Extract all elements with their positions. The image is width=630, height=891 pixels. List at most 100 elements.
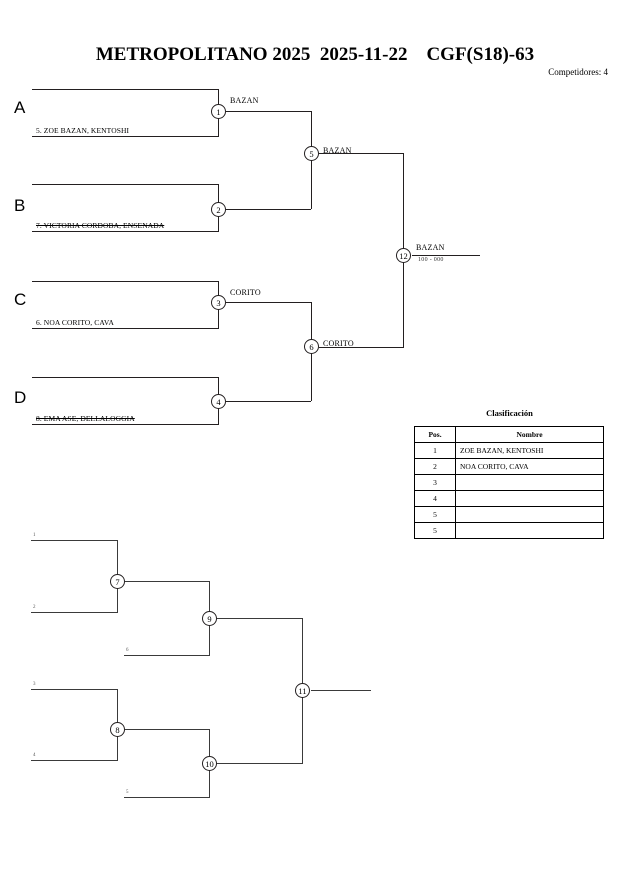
repechage-vline-10-lower [209, 756, 210, 797]
table-row: 2 NOA CORITO, CAVA [414, 458, 604, 475]
bracket-vline-d-lower [218, 402, 219, 424]
bracket-vline-semi1-lower [311, 153, 312, 209]
repechage-line-8-top [31, 689, 118, 690]
bracket-line-b-top [32, 184, 219, 185]
group-label-b: B [14, 196, 26, 215]
repechage-line-11-out [311, 690, 371, 691]
repechage-line-7-out [125, 581, 210, 582]
match-node-9[interactable]: 9 [202, 611, 217, 626]
repechage-line-8-bottom [31, 760, 118, 761]
repechage-vline-8-lower [117, 722, 118, 760]
page-title: METROPOLITANO 2025 2025-11-22 CGF(S18)-6… [95, 44, 535, 65]
repechage-line-10-feed [124, 797, 210, 798]
repechage-line-10-out [217, 763, 303, 764]
group-label-c: C [14, 290, 27, 309]
classification-pos: 5 [414, 506, 456, 523]
classification-nombre [455, 506, 604, 523]
match-node-8[interactable]: 8 [110, 722, 125, 737]
repechage-vline-8-upper [117, 689, 118, 722]
classification-nombre [455, 522, 604, 539]
repechage-line-9-feed [124, 655, 210, 656]
bracket-line-a-top [32, 89, 219, 90]
bracket-vline-semi1-upper [311, 111, 312, 153]
classification-title: Clasificación [486, 408, 533, 418]
bracket-line-m4-out [226, 401, 311, 402]
competitor-b-name: 7. VICTORIA CORDOBA, ENSENADA [36, 221, 165, 230]
repechage-slot-2: 2 [33, 605, 36, 610]
repechage-slot-4: 4 [33, 753, 36, 758]
classification-col-pos: Pos. [414, 426, 456, 443]
table-row: 5 [414, 522, 604, 539]
group-label-a: A [14, 98, 26, 117]
match-5-winner: BAZAN [323, 146, 352, 155]
group-label-d: D [14, 388, 27, 407]
repechage-slot-6: 6 [126, 648, 129, 653]
bracket-vline-final-lower [403, 248, 404, 347]
bracket-vline-semi2-upper [311, 302, 312, 347]
repechage-vline-10-upper [209, 729, 210, 756]
repechage-line-7-top [31, 540, 118, 541]
match-node-4[interactable]: 4 [211, 394, 226, 409]
bracket-vline-b-upper [218, 184, 219, 210]
classification-header-row: Pos. Nombre [414, 426, 604, 443]
bracket-line-m1-out [226, 111, 311, 112]
match-12-winner: BAZAN [416, 243, 445, 252]
bracket-vline-final-upper [403, 153, 404, 248]
match-node-7[interactable]: 7 [110, 574, 125, 589]
match-node-1[interactable]: 1 [211, 104, 226, 119]
table-row: 3 [414, 474, 604, 491]
table-row: 1 ZOE BAZAN, KENTOSHI [414, 442, 604, 459]
repechage-vline-11-upper [302, 618, 303, 683]
classification-pos: 2 [414, 458, 456, 475]
bracket-line-b-bottom [32, 231, 219, 232]
classification-nombre: NOA CORITO, CAVA [455, 458, 604, 475]
repechage-slot-5: 5 [126, 790, 129, 795]
repechage-vline-7-upper [117, 540, 118, 574]
repechage-vline-7-lower [117, 574, 118, 612]
bracket-line-m2-out [226, 209, 311, 210]
classification-table: Pos. Nombre 1 ZOE BAZAN, KENTOSHI 2 NOA … [414, 426, 604, 539]
match-node-11[interactable]: 11 [295, 683, 310, 698]
classification-pos: 5 [414, 522, 456, 539]
competitors-count: Competidores: 4 [548, 67, 608, 77]
competitor-a-name: 5. ZOE BAZAN, KENTOSHI [36, 126, 130, 135]
bracket-vline-c-upper [218, 281, 219, 303]
classification-pos: 1 [414, 442, 456, 459]
match-node-10[interactable]: 10 [202, 756, 217, 771]
bracket-vline-a-lower [218, 119, 219, 136]
bracket-line-c-top [32, 281, 219, 282]
repechage-vline-9-upper [209, 581, 210, 611]
bracket-line-champion [412, 255, 480, 256]
match-node-3[interactable]: 3 [211, 295, 226, 310]
bracket-line-semi2-out [319, 347, 404, 348]
classification-nombre [455, 474, 604, 491]
bracket-vline-c-lower [218, 303, 219, 328]
match-6-winner: CORITO [323, 339, 354, 348]
classification-col-nombre: Nombre [455, 426, 604, 443]
repechage-line-8-out [125, 729, 210, 730]
repechage-line-7-bottom [31, 612, 118, 613]
match-node-5[interactable]: 5 [304, 146, 319, 161]
competitor-d-name: 8. EMA ASE, DELLALOGGIA [36, 414, 135, 423]
bracket-line-c-bottom [32, 328, 219, 329]
table-row: 5 [414, 506, 604, 523]
bracket-line-semi1-out [319, 153, 404, 154]
bracket-vline-semi2-lower [311, 347, 312, 401]
bracket-line-d-top [32, 377, 219, 378]
match-node-2[interactable]: 2 [211, 202, 226, 217]
bracket-vline-d-upper [218, 377, 219, 402]
match-12-score: 100 - 000 [418, 257, 444, 263]
match-3-winner: CORITO [230, 288, 261, 297]
classification-pos: 3 [414, 474, 456, 491]
repechage-vline-9-lower [209, 611, 210, 655]
classification-nombre [455, 490, 604, 507]
classification-pos: 4 [414, 490, 456, 507]
bracket-vline-b-lower [218, 210, 219, 231]
bracket-line-a-bottom [32, 136, 219, 137]
match-node-12[interactable]: 12 [396, 248, 411, 263]
table-row: 4 [414, 490, 604, 507]
repechage-vline-11-lower [302, 683, 303, 763]
bracket-line-m3-out [226, 302, 311, 303]
match-node-6[interactable]: 6 [304, 339, 319, 354]
